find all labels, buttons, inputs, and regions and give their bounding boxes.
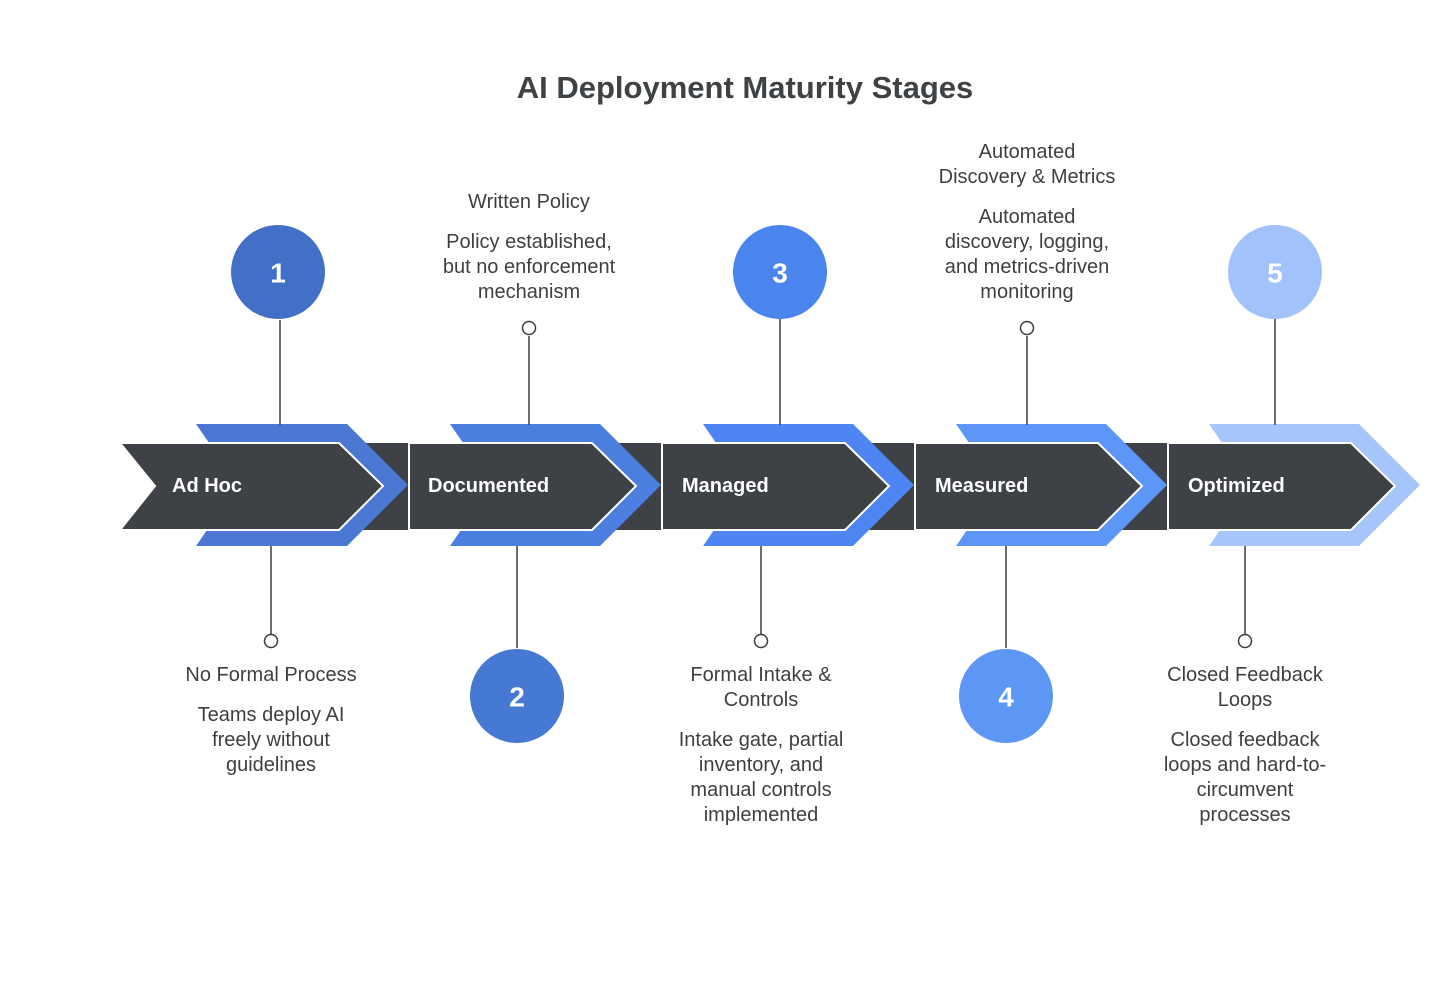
stage-5: Optimized 5 <box>1167 225 1420 649</box>
stage-2-number: 2 <box>509 682 525 713</box>
stage-3-label: Managed <box>682 475 769 497</box>
stage-5-number: 5 <box>1267 258 1283 289</box>
stage-5-annotation-title: Closed Feedback Loops <box>1167 664 1323 711</box>
stage-5-arrow <box>1167 442 1397 531</box>
stage-4-connector-dot <box>1019 320 1035 336</box>
stage-2-label: Documented <box>428 475 549 497</box>
stage-1-annotation: No Formal Process Teams deploy AI freely… <box>181 663 361 778</box>
stage-1-connector-dot <box>263 633 279 649</box>
stage-3-connector-dot <box>753 633 769 649</box>
stage-3: Managed 3 <box>661 225 914 649</box>
stage-2-number-circle <box>470 649 564 743</box>
stage-5-number-circle <box>1228 225 1322 319</box>
stage-5-annotation-body: Closed feedback loops and hard-to-circum… <box>1163 729 1327 826</box>
stage-1-number-circle <box>231 225 325 319</box>
stage-3-number-circle <box>733 225 827 319</box>
stage-2-connector-dot <box>521 320 537 336</box>
stage-3-arrow <box>661 442 891 531</box>
stage-3-number: 3 <box>772 258 788 289</box>
stage-4-label: Measured <box>935 475 1028 497</box>
stage-4-arrow <box>914 442 1144 531</box>
stage-3-annotation: Formal Intake & Controls Intake gate, pa… <box>669 663 854 828</box>
stage-2-annotation-title: Written Policy <box>468 191 590 213</box>
stage-1-arrow <box>117 442 385 531</box>
stage-3-annotation-title: Formal Intake & Controls <box>690 664 832 711</box>
stage-2: Documented 2 <box>408 320 661 743</box>
stage-1-label: Ad Hoc <box>172 475 242 497</box>
stage-3-annotation-body: Intake gate, partial inventory, and manu… <box>678 729 844 826</box>
stage-4-number: 4 <box>998 682 1014 713</box>
stage-1-annotation-body: Teams deploy AI freely without guideline… <box>197 704 345 776</box>
stage-4-annotation-title: Automated Discovery & Metrics <box>938 141 1116 188</box>
stage-2-annotation: Written Policy Policy established, but n… <box>432 190 627 305</box>
stage-2-annotation-body: Policy established, but no enforcement m… <box>442 231 616 303</box>
stage-4-number-circle <box>959 649 1053 743</box>
stage-4-annotation-body: Automated discovery, logging, and metric… <box>944 206 1110 303</box>
stage-1: Ad Hoc 1 <box>117 225 408 649</box>
diagram-title: AI Deployment Maturity Stages <box>516 70 974 105</box>
stage-2-arrow <box>408 442 638 531</box>
stage-4: Measured 4 <box>914 320 1167 743</box>
stage-4-annotation: Automated Discovery & Metrics Automated … <box>932 140 1122 305</box>
stage-1-number: 1 <box>270 258 286 289</box>
stage-1-annotation-title: No Formal Process <box>185 664 357 686</box>
stage-5-annotation: Closed Feedback Loops Closed feedback lo… <box>1155 663 1335 828</box>
stage-5-connector-dot <box>1237 633 1253 649</box>
stage-5-label: Optimized <box>1188 475 1285 497</box>
